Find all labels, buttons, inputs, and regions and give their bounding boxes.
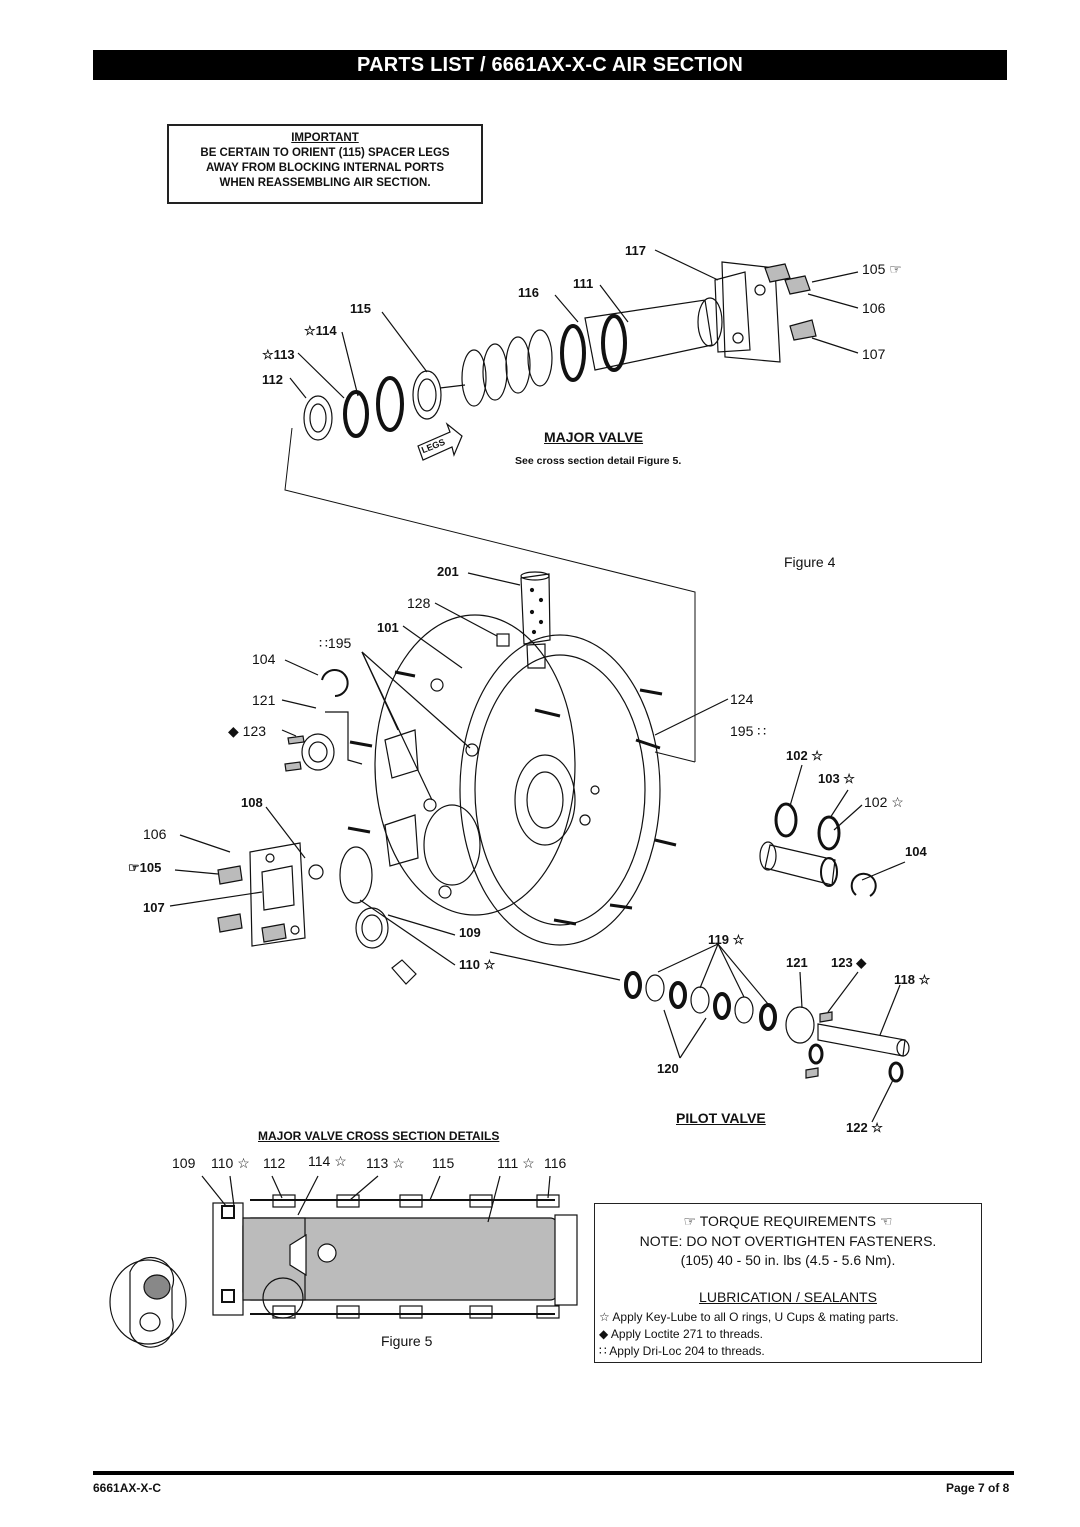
important-line-3: WHEN REASSEMBLING AIR SECTION.: [219, 177, 431, 189]
callout-102-top: 102 ☆: [786, 748, 823, 763]
callout-128: 128: [407, 595, 431, 611]
callout-201: 201: [437, 564, 459, 579]
xs-label-109: 109: [172, 1155, 196, 1171]
callout-121-right: 121: [786, 955, 808, 970]
important-line-2: AWAY FROM BLOCKING INTERNAL PORTS: [205, 162, 445, 174]
callout-102-right: 102 ☆: [864, 794, 904, 810]
callout-108: 108: [241, 795, 263, 810]
callout-195-left: ∷195: [319, 635, 352, 651]
lubrication-heading: LUBRICATION / SEALANTS: [699, 1289, 877, 1305]
callout-114: ☆114: [304, 323, 337, 338]
callout-107-top: 107: [862, 346, 886, 362]
callout-122: 122 ☆: [846, 1120, 883, 1135]
callout-104-left: 104: [252, 651, 276, 667]
callout-106-left: 106: [143, 826, 167, 842]
callout-116: 116: [518, 285, 539, 300]
callout-123-right: 123 ◆: [831, 955, 867, 970]
xs-label-113: 113 ☆: [366, 1155, 405, 1171]
callout-117: 117: [625, 243, 646, 258]
major-valve-assembly: [289, 249, 859, 461]
callout-109: 109: [459, 925, 481, 940]
callout-112: 112: [262, 372, 283, 387]
footer-page-number: Page 7 of 8: [946, 1481, 1010, 1495]
callout-195-right: 195 ∷: [730, 723, 767, 739]
figure-5-caption: Figure 5: [381, 1333, 433, 1349]
callout-124: 124: [730, 691, 754, 707]
callout-105-left: ☞105: [128, 860, 162, 875]
callout-103: 103 ☆: [818, 771, 855, 786]
pilot-valve-title: PILOT VALVE: [676, 1110, 766, 1126]
xs-label-115: 115: [432, 1155, 455, 1171]
callout-121-left: 121: [252, 692, 276, 708]
callout-115: 115: [350, 301, 371, 316]
major-valve-title: MAJOR VALVE: [544, 429, 644, 445]
callout-107-left: 107: [143, 900, 165, 915]
footer-rule: [93, 1471, 1014, 1475]
callout-101: 101: [377, 620, 399, 635]
xs-label-111: 111 ☆: [497, 1155, 535, 1171]
callout-110: 110 ☆: [459, 957, 496, 972]
xs-label-110: 110 ☆: [211, 1155, 250, 1171]
callout-118: 118 ☆: [894, 972, 931, 987]
cross-section-title: MAJOR VALVE CROSS SECTION DETAILS: [258, 1129, 500, 1143]
page-title: PARTS LIST / 6661AX-X-C AIR SECTION: [93, 50, 1007, 80]
callout-120: 120: [657, 1061, 679, 1076]
torque-lubrication-box: ☞ TORQUE REQUIREMENTS ☜ NOTE: DO NOT OVE…: [594, 1203, 982, 1363]
callout-106-top: 106: [862, 300, 886, 316]
lubrication-line-2: ◆ Apply Loctite 271 to threads.: [599, 1327, 763, 1341]
pilot-valve-assembly: [489, 764, 910, 1123]
lubrication-line-3: ∷ Apply Dri-Loc 204 to threads.: [599, 1344, 765, 1358]
torque-heading: ☞ TORQUE REQUIREMENTS ☜: [683, 1213, 893, 1229]
figure-4-caption: Figure 4: [784, 554, 836, 570]
important-heading: IMPORTANT: [291, 132, 359, 144]
major-valve-cross-section: [109, 1175, 578, 1348]
callout-105-top: 105 ☞: [862, 261, 902, 277]
xs-label-112: 112: [263, 1155, 286, 1171]
torque-note: NOTE: DO NOT OVERTIGHTEN FASTENERS.: [639, 1233, 937, 1249]
major-valve-note: See cross section detail Figure 5.: [515, 455, 682, 467]
callout-123-left: ◆ 123: [228, 723, 267, 739]
lubrication-line-1: ☆ Apply Key-Lube to all O rings, U Cups …: [599, 1310, 899, 1324]
torque-spec: (105) 40 - 50 in. lbs (4.5 - 5.6 Nm).: [680, 1252, 896, 1268]
callout-113: ☆113: [262, 347, 295, 362]
callout-119: 119 ☆: [708, 932, 745, 947]
important-notice-box: IMPORTANT BE CERTAIN TO ORIENT (115) SPA…: [167, 124, 483, 204]
footer-model: 6661AX-X-C: [93, 1481, 162, 1495]
air-section-housing: [281, 571, 729, 946]
important-line-1: BE CERTAIN TO ORIENT (115) SPACER LEGS: [200, 147, 450, 159]
xs-label-116: 116: [544, 1155, 567, 1171]
callout-111: 111: [573, 276, 594, 291]
xs-label-114: 114 ☆: [308, 1153, 347, 1169]
callout-104-right: 104: [905, 844, 927, 859]
left-hardware-group: [169, 669, 456, 985]
